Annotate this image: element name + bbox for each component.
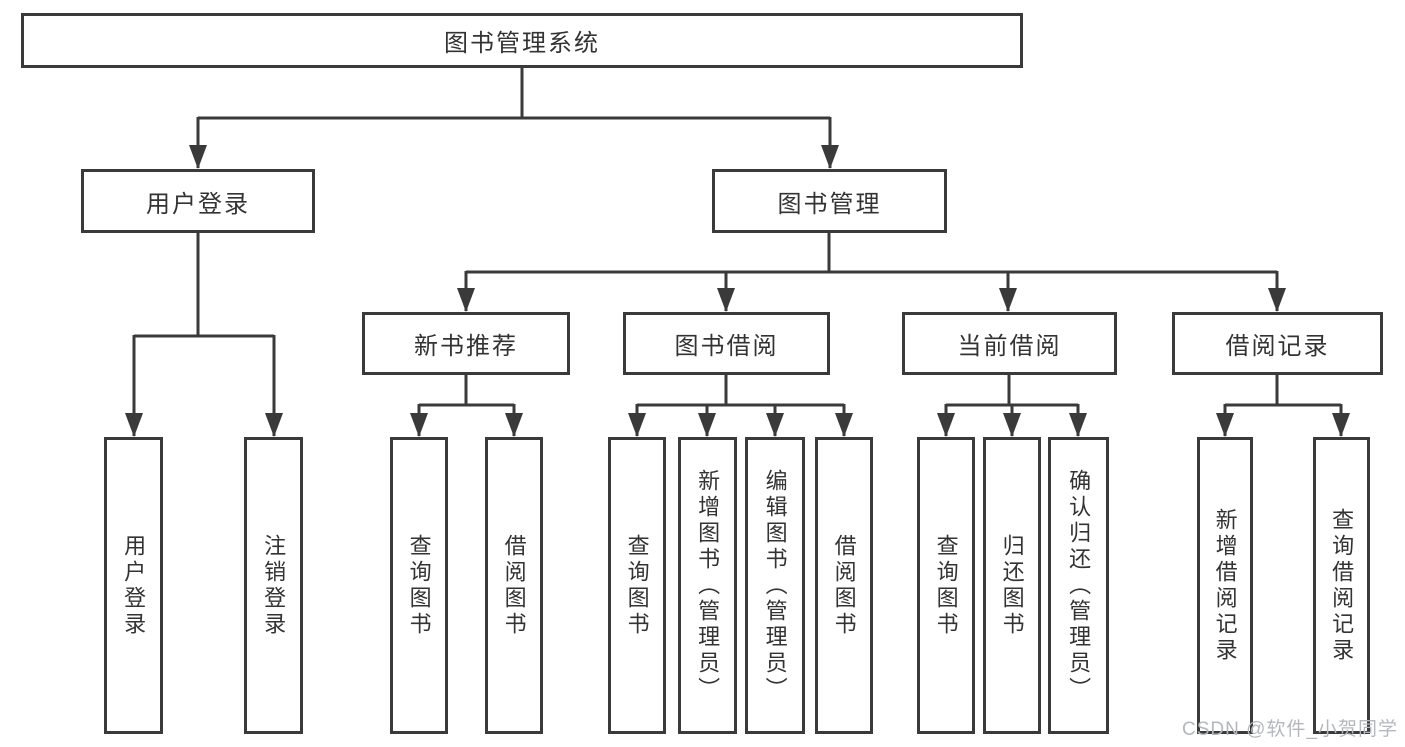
leaf-logout: 注销登录 bbox=[244, 437, 303, 734]
leaf-add-borrow-record: 新增借阅记录 bbox=[1197, 437, 1253, 734]
leaf-add-books-admin-label: 新增图书（管理员） bbox=[695, 468, 721, 703]
node-current-borrowing-label: 当前借阅 bbox=[957, 333, 1062, 360]
node-book-borrowing-label: 图书借阅 bbox=[674, 333, 779, 360]
node-user-login: 用户登录 bbox=[81, 169, 315, 233]
node-root: 图书管理系统 bbox=[21, 13, 1023, 68]
leaf-borrowing-borrow-books: 借阅图书 bbox=[815, 437, 873, 734]
leaf-return-books: 归还图书 bbox=[983, 437, 1041, 734]
leaf-add-books-admin: 新增图书（管理员） bbox=[678, 437, 737, 734]
node-book-management-label: 图书管理 bbox=[777, 190, 882, 218]
leaf-user-login: 用户登录 bbox=[104, 437, 163, 734]
leaf-current-query-books: 查询图书 bbox=[917, 437, 975, 734]
leaf-confirm-return-admin: 确认归还（管理员） bbox=[1048, 437, 1109, 734]
leaf-borrowing-borrow-books-label: 借阅图书 bbox=[831, 533, 857, 638]
node-user-login-label: 用户登录 bbox=[146, 190, 250, 218]
node-root-label: 图书管理系统 bbox=[444, 30, 600, 57]
leaf-return-books-label: 归还图书 bbox=[999, 533, 1025, 638]
leaf-current-query-books-label: 查询图书 bbox=[933, 533, 959, 638]
leaf-query-borrow-record-label: 查询借阅记录 bbox=[1329, 507, 1355, 664]
leaf-recommend-borrow-books-label: 借阅图书 bbox=[501, 533, 527, 638]
leaf-borrowing-query-books-label: 查询图书 bbox=[624, 533, 650, 638]
node-borrowing-records-label: 借阅记录 bbox=[1225, 333, 1330, 360]
leaf-add-borrow-record-label: 新增借阅记录 bbox=[1212, 507, 1238, 664]
node-borrowing-records: 借阅记录 bbox=[1172, 312, 1383, 375]
leaf-logout-label: 注销登录 bbox=[261, 533, 287, 638]
leaf-edit-books-admin: 编辑图书（管理员） bbox=[745, 437, 805, 734]
leaf-user-login-label: 用户登录 bbox=[121, 533, 147, 638]
leaf-confirm-return-admin-label: 确认归还（管理员） bbox=[1066, 468, 1092, 703]
leaf-recommend-query-books-label: 查询图书 bbox=[406, 533, 432, 638]
leaf-recommend-borrow-books: 借阅图书 bbox=[485, 437, 543, 734]
leaf-recommend-query-books: 查询图书 bbox=[390, 437, 448, 734]
node-new-book-recommend: 新书推荐 bbox=[362, 312, 570, 375]
node-book-borrowing: 图书借阅 bbox=[623, 312, 830, 375]
node-new-book-recommend-label: 新书推荐 bbox=[414, 333, 518, 360]
leaf-query-borrow-record: 查询借阅记录 bbox=[1313, 437, 1370, 734]
node-current-borrowing: 当前借阅 bbox=[902, 312, 1117, 375]
leaf-borrowing-query-books: 查询图书 bbox=[608, 437, 666, 734]
leaf-edit-books-admin-label: 编辑图书（管理员） bbox=[762, 468, 788, 703]
csdn-watermark: CSDN @软件_小贺同学 bbox=[1182, 719, 1398, 740]
node-book-management: 图书管理 bbox=[712, 169, 947, 233]
